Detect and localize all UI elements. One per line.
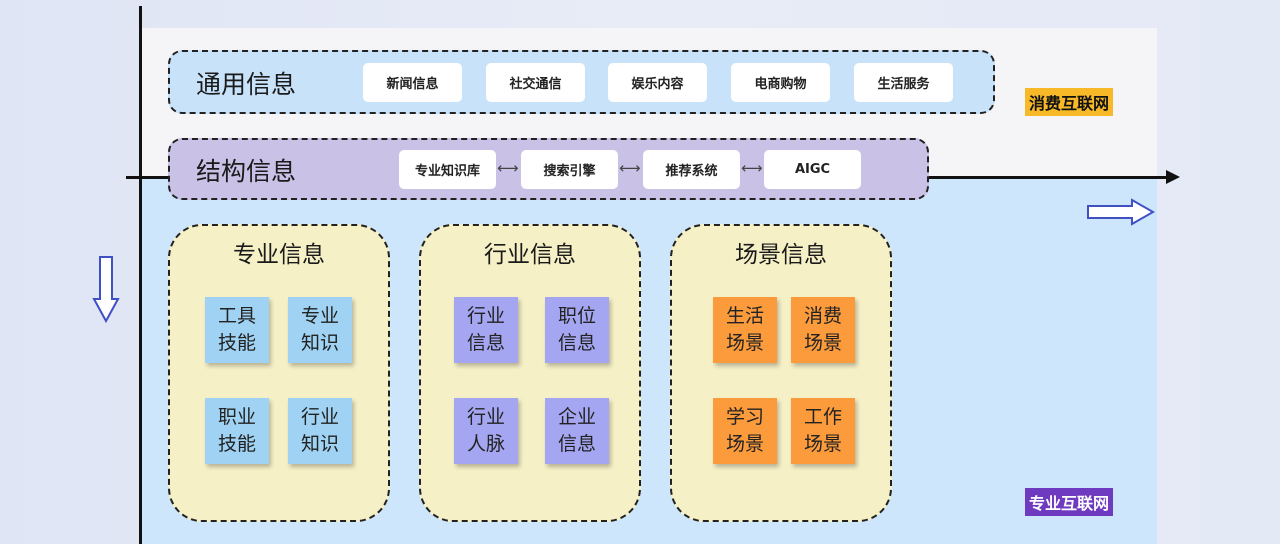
right-arrow-icon xyxy=(1087,198,1156,226)
sticky-note: 企业信息 xyxy=(545,398,609,464)
group-title: 行业信息 xyxy=(484,242,576,268)
sticky-note: 行业人脉 xyxy=(454,398,518,464)
industry-info-group: 行业信息 行业信息 职位信息 行业人脉 企业信息 xyxy=(419,224,641,522)
general-info-title: 通用信息 xyxy=(196,70,297,99)
sticky-note: 工作场景 xyxy=(791,398,855,464)
chip-aigc: AIGC xyxy=(764,150,861,189)
chip-search-engine: 搜索引擎 xyxy=(521,150,618,189)
sticky-note: 生活场景 xyxy=(713,297,777,363)
sticky-note: 工具技能 xyxy=(205,297,269,363)
sticky-note: 职位信息 xyxy=(545,297,609,363)
group-title: 专业信息 xyxy=(233,242,325,268)
chip-social: 社交通信 xyxy=(486,63,585,102)
professional-info-group: 专业信息 工具技能 专业知识 职业技能 行业知识 xyxy=(168,224,390,522)
sticky-note: 职业技能 xyxy=(205,398,269,464)
chip-ecommerce: 电商购物 xyxy=(731,63,830,102)
horizontal-axis-arrowhead xyxy=(1166,170,1180,184)
scene-info-group: 场景信息 生活场景 消费场景 学习场景 工作场景 xyxy=(670,224,892,522)
sticky-note: 行业知识 xyxy=(288,398,352,464)
sticky-note: 学习场景 xyxy=(713,398,777,464)
group-title: 场景信息 xyxy=(735,242,827,268)
vertical-axis xyxy=(139,6,142,544)
sticky-note: 行业信息 xyxy=(454,297,518,363)
down-arrow-icon xyxy=(92,256,120,324)
double-arrow-icon: ⟷ xyxy=(741,159,763,177)
chip-life-services: 生活服务 xyxy=(854,63,953,102)
chip-entertainment: 娱乐内容 xyxy=(608,63,707,102)
chip-recommendation: 推荐系统 xyxy=(643,150,740,189)
consumer-internet-tag: 消费互联网 xyxy=(1025,88,1114,116)
sticky-note: 消费场景 xyxy=(791,297,855,363)
structured-info-title: 结构信息 xyxy=(196,157,297,186)
double-arrow-icon: ⟷ xyxy=(497,159,519,177)
sticky-note: 专业知识 xyxy=(288,297,352,363)
double-arrow-icon: ⟷ xyxy=(619,159,641,177)
general-info-row: 通用信息 新闻信息 社交通信 娱乐内容 电商购物 生活服务 xyxy=(168,50,995,114)
chip-knowledge-base: 专业知识库 xyxy=(399,150,496,189)
chip-news: 新闻信息 xyxy=(363,63,462,102)
professional-internet-tag: 专业互联网 xyxy=(1025,488,1114,516)
structured-info-row: 结构信息 专业知识库 ⟷ 搜索引擎 ⟷ 推荐系统 ⟷ AIGC xyxy=(168,138,929,200)
